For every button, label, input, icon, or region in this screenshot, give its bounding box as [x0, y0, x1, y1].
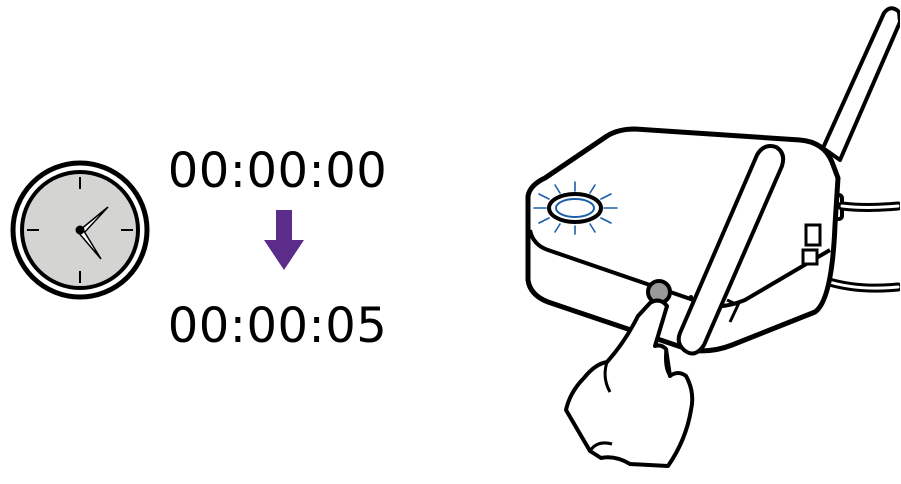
- back-antenna: [823, 8, 900, 160]
- device-illustration: [510, 0, 900, 484]
- device-base-unit: [528, 129, 838, 351]
- clock-icon: [5, 155, 155, 305]
- timer-start-text: 00:00:00: [150, 143, 405, 199]
- arrow-down-icon: [264, 210, 304, 272]
- timer-end-text: 00:00:05: [150, 298, 405, 354]
